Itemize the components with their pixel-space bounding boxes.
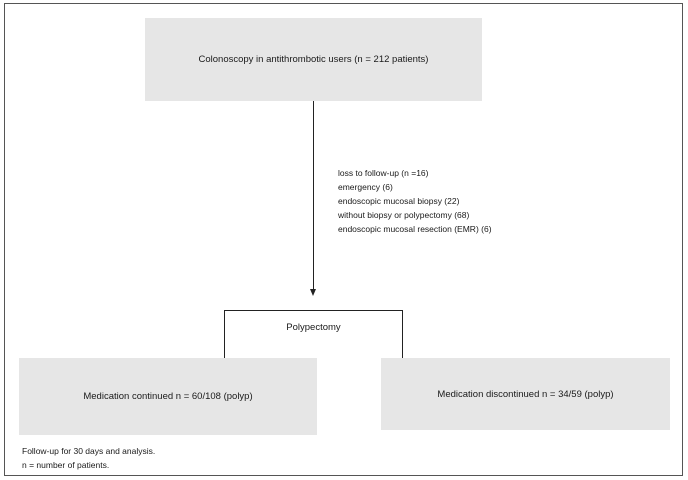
exclusion-item: loss to follow-up (n =16) [338, 168, 429, 178]
polypectomy-bracket-top [224, 310, 403, 311]
colonoscopy-label: Colonoscopy in antithrombotic users (n =… [198, 54, 429, 65]
exclusion-list: loss to follow-up (n =16) emergency (6) … [338, 166, 492, 236]
exclusion-item: endoscopic mucosal resection (EMR) (6) [338, 224, 492, 234]
polypectomy-bracket-left [224, 310, 225, 358]
exclusion-item: endoscopic mucosal biopsy (22) [338, 196, 460, 206]
diagram-frame [4, 3, 683, 476]
flow-arrow-line [313, 101, 314, 290]
exclusion-item: emergency (6) [338, 182, 393, 192]
medication-discontinued-box: Medication discontinued n = 34/59 (polyp… [381, 358, 670, 430]
footnotes: Follow-up for 30 days and analysis. n = … [22, 444, 155, 472]
medication-discontinued-label: Medication discontinued n = 34/59 (polyp… [437, 388, 614, 400]
footnote-followup: Follow-up for 30 days and analysis. [22, 446, 156, 456]
footnote-definition: n = number of patients. [22, 460, 110, 470]
medication-continued-box: Medication continued n = 60/108 (polyp) [19, 358, 317, 435]
medication-continued-label: Medication continued n = 60/108 (polyp) [83, 391, 253, 402]
flow-arrow-head [310, 289, 316, 296]
exclusion-item: without biopsy or polypectomy (68) [338, 210, 470, 220]
polypectomy-bracket-right [402, 310, 403, 358]
polypectomy-label: Polypectomy [286, 322, 341, 333]
colonoscopy-box: Colonoscopy in antithrombotic users (n =… [145, 18, 482, 101]
